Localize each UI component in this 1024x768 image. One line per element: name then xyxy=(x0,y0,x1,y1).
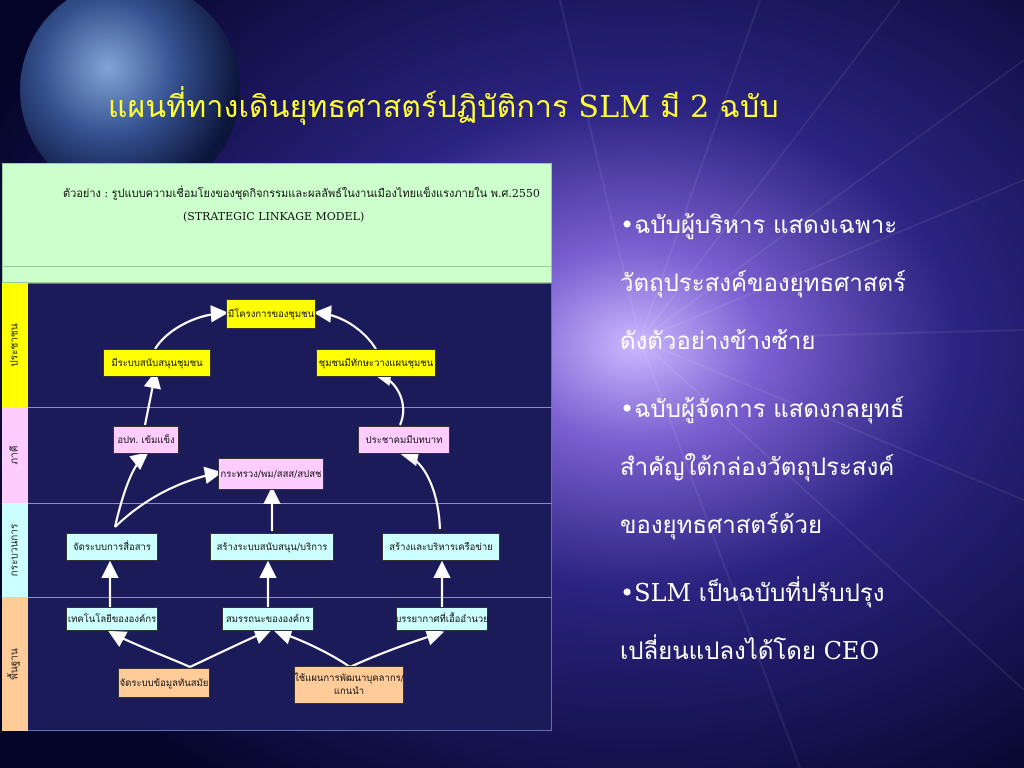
arrow xyxy=(349,628,445,668)
node-community-projects: มีโครงการของชุมชน xyxy=(226,299,316,329)
diagram-header-caption: ตัวอย่าง : รูปแบบความเชื่อมโยงของชุดกิจก… xyxy=(63,187,540,200)
bullet-item: •ฉบับผู้จัดการ แสดงกลยุทธ์ สำคัญใต้กล่อง… xyxy=(620,380,1000,554)
diagram-header-model-name: (STRATEGIC LINKAGE MODEL) xyxy=(183,210,365,223)
bullet-list: •ฉบับผู้บริหาร แสดงเฉพาะ วัตถุประสงค์ของ… xyxy=(620,196,1000,690)
band-process: กระบวนการ xyxy=(2,503,28,597)
arrow xyxy=(108,630,191,669)
band-people: ประชาชน xyxy=(2,283,28,407)
bullet-item: •ฉบับผู้บริหาร แสดงเฉพาะ วัตถุประสงค์ของ… xyxy=(620,196,1000,370)
strategic-linkage-diagram: ตัวอย่าง : รูปแบบความเชื่อมโยงของชุดกิจก… xyxy=(0,163,556,733)
arrow xyxy=(313,305,377,350)
diagram-header: ตัวอย่าง : รูปแบบความเชื่อมโยงของชุดกิจก… xyxy=(2,163,552,267)
node-network-management: สร้างและบริหารเครือข่าย xyxy=(382,533,500,561)
bullet-line: ดังตัวอย่างข้างซ้าย xyxy=(620,327,816,355)
arrow xyxy=(143,370,162,426)
node-civil-society-role: ประชาคมมีบทบาท xyxy=(358,426,450,454)
row-divider xyxy=(28,407,552,408)
arrow xyxy=(189,627,273,668)
arrow xyxy=(373,368,405,426)
bullet-line: ของยุทธศาสตร์ด้วย xyxy=(620,511,823,539)
bullet-line: สำคัญใต้กล่องวัตถุประสงค์ xyxy=(620,453,895,481)
node-community-support-system: มีระบบสนับสนุนชุมชน xyxy=(103,349,211,377)
diagram-arrows xyxy=(101,304,451,669)
arrow xyxy=(400,448,442,530)
bullet-line: •SLM เป็นฉบับที่ปรับปรุง xyxy=(620,579,885,607)
node-personnel-development-plan-line1: ใช้แผนการพัฒนาบุคลากร/ xyxy=(294,673,404,684)
node-local-government-strong: อปท. เข้มแข็ง xyxy=(113,426,179,454)
node-personnel-development-plan-line2: แกนนำ xyxy=(333,686,365,697)
diagram-header-strip xyxy=(2,267,552,283)
bullet-line: •ฉบับผู้จัดการ แสดงกลยุทธ์ xyxy=(620,395,905,423)
node-community-planning-skills: ชุมชนมีทักษะวางแผนชุมชน xyxy=(316,349,436,377)
node-organization-competency: สมรรถนะขององค์กร xyxy=(222,607,314,631)
slide-title: แผนที่ทางเดินยุทธศาสตร์ปฏิบัติการ SLM มี… xyxy=(108,90,779,125)
node-supportive-climate: บรรยากาศที่เอื้ออำนวย xyxy=(395,607,489,631)
node-support-service-system: สร้างระบบสนับสนุน/บริการ xyxy=(210,533,334,561)
bullet-line: เปลี่ยนแปลงได้โดย CEO xyxy=(620,637,880,665)
arrow xyxy=(114,466,223,528)
node-communication-system: จัดระบบการสื่อสาร xyxy=(66,533,158,561)
row-divider xyxy=(28,503,552,504)
bullet-line: วัตถุประสงค์ของยุทธศาสตร์ xyxy=(620,269,906,297)
node-ministries-agencies: กระทรวง/พม/สสส/สปสช xyxy=(218,458,324,490)
arrow xyxy=(113,452,149,528)
arrow xyxy=(273,627,351,668)
node-personnel-development-plan: ใช้แผนการพัฒนาบุคลากร/ แกนนำ xyxy=(294,666,404,704)
node-organization-technology: เทคโนโลยีขององค์กร xyxy=(66,607,158,631)
band-partners: ภาคี xyxy=(2,407,28,503)
row-divider xyxy=(28,597,552,598)
arrow xyxy=(154,304,229,350)
bullet-item: •SLM เป็นฉบับที่ปรับปรุง เปลี่ยนแปลงได้โ… xyxy=(620,564,1000,680)
node-updated-data-system: จัดระบบข้อมูลทันสมัย xyxy=(118,668,210,698)
band-foundation: พื้นฐาน xyxy=(2,597,28,731)
bullet-line: •ฉบับผู้บริหาร แสดงเฉพาะ xyxy=(620,211,898,239)
diagram-canvas xyxy=(2,283,552,731)
